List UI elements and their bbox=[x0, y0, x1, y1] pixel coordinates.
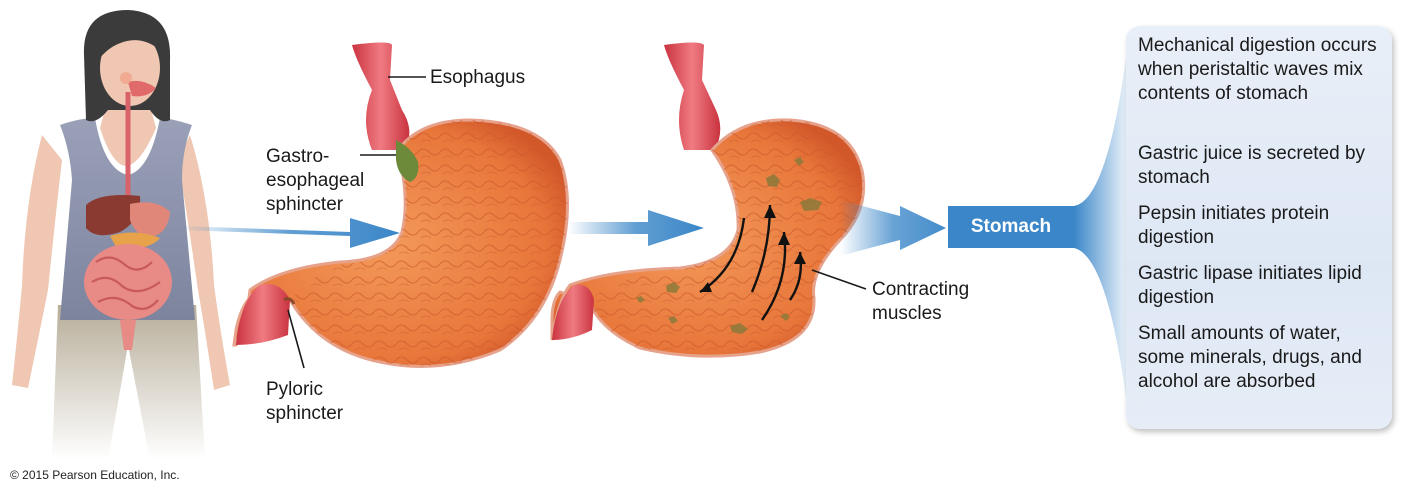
info-item-mechanical: Mechanical digestion occurs when perista… bbox=[1138, 35, 1377, 104]
stomach-label-box: Stomach bbox=[948, 206, 1074, 248]
liver bbox=[86, 195, 141, 236]
pants bbox=[52, 305, 205, 460]
woman-figure bbox=[12, 10, 230, 460]
pyloric-leader bbox=[287, 309, 305, 369]
right-arm bbox=[178, 135, 230, 390]
rugae-texture-2 bbox=[588, 119, 864, 357]
stomach-illustration-1 bbox=[232, 42, 569, 368]
copyright-notice: © 2015 Pearson Education, Inc. bbox=[10, 468, 180, 482]
bangs bbox=[98, 21, 161, 60]
copyright-bg bbox=[0, 462, 200, 486]
pyloric-label-line2: sphincter bbox=[266, 403, 344, 424]
callout-funnel bbox=[1074, 26, 1130, 429]
gastro-label-line2: esophageal bbox=[266, 170, 365, 191]
duodenum-1 bbox=[236, 284, 290, 345]
contracting-label-line2: muscles bbox=[872, 303, 942, 324]
gastro-label-line1: Gastro- bbox=[266, 146, 330, 167]
food-particles bbox=[636, 157, 822, 334]
info-item-absorption: Small amounts of water, some minerals, d… bbox=[1138, 323, 1362, 392]
arrowheads bbox=[700, 205, 806, 292]
esophagus-tube-2 bbox=[664, 42, 721, 150]
zoom-arrow-1 bbox=[180, 218, 400, 248]
duodenum-2 bbox=[552, 284, 594, 340]
salivary-gland bbox=[120, 72, 132, 84]
left-arm bbox=[12, 135, 62, 388]
info-panel: Mechanical digestion occurs when perista… bbox=[1126, 26, 1392, 429]
zoom-arrow-2 bbox=[840, 200, 946, 256]
mouth-cavity bbox=[128, 80, 156, 97]
contracting-label-line1: Contracting bbox=[872, 279, 970, 300]
pyloric-label-line1: Pyloric bbox=[266, 379, 324, 400]
body-stomach bbox=[130, 202, 170, 238]
stomach-illustration-2 bbox=[550, 42, 866, 358]
info-item-lipase: Gastric lipase initiates lipid digestion bbox=[1138, 263, 1362, 308]
rugae-texture-1 bbox=[290, 120, 568, 367]
gastroesophageal-sphincter bbox=[396, 140, 419, 182]
transition-arrow bbox=[568, 210, 704, 246]
info-item-gastric-juice: Gastric juice is secreted by stomach bbox=[1138, 143, 1366, 188]
esophagus-label: Esophagus bbox=[430, 67, 526, 88]
esophagus-tube bbox=[352, 42, 410, 150]
info-item-pepsin: Pepsin initiates protein digestion bbox=[1138, 203, 1330, 248]
intestine-loops bbox=[91, 256, 161, 311]
gastro-label-line3: sphincter bbox=[266, 194, 344, 215]
pyloric-sphincter bbox=[283, 297, 296, 305]
contracting-leader bbox=[811, 269, 867, 290]
rectum bbox=[120, 320, 136, 350]
